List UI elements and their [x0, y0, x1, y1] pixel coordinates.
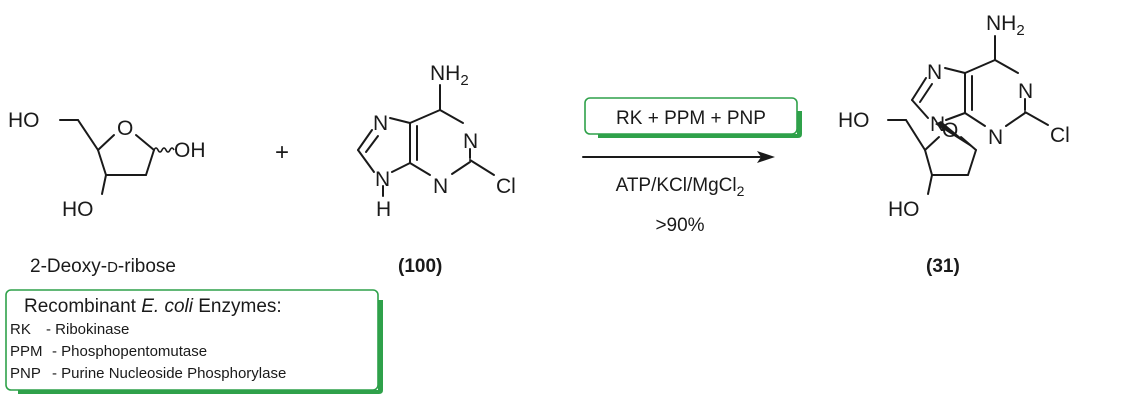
p-bond-c8-n9	[911, 99, 929, 119]
p-bond-c3-c4	[924, 149, 933, 176]
reaction-arrow	[582, 151, 775, 163]
atom-cl: Cl	[496, 175, 516, 198]
product-structure: NH2 N N N N Cl HO O HO	[838, 12, 1070, 221]
atom-h: H	[376, 198, 391, 221]
p-atom-n7: N	[927, 61, 942, 84]
enzyme-box-border	[584, 97, 798, 135]
p-bond-c1-c2	[967, 149, 977, 176]
bond-c2-cl	[469, 159, 495, 176]
bond-c5-c6	[409, 109, 441, 124]
p-atom-ho-bottom: HO	[888, 198, 920, 221]
legend-title: Recombinant E. coli Enzymes:	[24, 296, 282, 317]
deoxyribose-caption: 2-Deoxy-D-ribose	[30, 256, 176, 277]
p-bond-c2-cl	[1024, 111, 1049, 126]
legend-item-pnp-desc: - Purine Nucleoside Phosphorylase	[52, 365, 286, 382]
p-bond-c1-n9-wedge	[935, 121, 976, 150]
atom-n7: N	[373, 112, 388, 135]
bond-c4-o	[97, 134, 115, 151]
enzyme-legend: Recombinant E. coli Enzymes: RK - Riboki…	[5, 289, 383, 394]
p-bond-c5-n7	[944, 67, 966, 74]
atom-ho-top: HO	[8, 109, 40, 132]
arrow-head	[757, 151, 775, 163]
p-bond-n3-c4	[964, 112, 986, 127]
atom-nh2: NH2	[430, 62, 469, 89]
enzyme-box: RK + PPM + PNP	[584, 97, 802, 138]
p-bond-o-c1	[960, 136, 977, 151]
bond-c2-n3	[451, 161, 471, 175]
p-atom-ring-oxygen: O	[942, 119, 958, 142]
yield-text: >90%	[655, 215, 704, 236]
legend-item-rk-desc: - Ribokinase	[46, 321, 129, 338]
reagents-text: ATP/KCl/MgCl2	[616, 175, 745, 199]
atom-n9: N	[375, 168, 390, 191]
p-bond-ch2-c4	[905, 119, 926, 151]
bond-c6-n1	[439, 109, 464, 124]
legend-item-pnp-abbr: PNP	[10, 365, 41, 382]
legend-item-ppm-abbr: PPM	[10, 343, 43, 360]
deoxyribose-structure: HO O OH HO	[8, 109, 206, 221]
p-bond-n7-c8	[911, 77, 927, 101]
legend-item-rk-abbr: RK	[10, 321, 31, 338]
p-bond-c2-n3	[1005, 112, 1026, 127]
chloroadenine-structure: NH2 N N N H N Cl	[357, 62, 516, 221]
p-atom-ho-top: HO	[838, 109, 870, 132]
plus-sign: +	[275, 139, 289, 166]
bond-n9-c4	[391, 162, 411, 173]
atom-oh: OH	[174, 139, 206, 162]
p-bond-c5-c6	[964, 59, 996, 74]
p-atom-n9: N	[930, 113, 945, 136]
bond-n7-c8	[357, 129, 373, 151]
p-atom-nh2: NH2	[986, 12, 1025, 39]
bond-n3-c4	[409, 162, 431, 176]
p-atom-n1: N	[1018, 80, 1033, 103]
compound-label-100: (100)	[398, 256, 442, 277]
compound-label-31: (31)	[926, 256, 960, 277]
atom-ho-bottom: HO	[62, 198, 94, 221]
atom-ring-oxygen: O	[117, 117, 133, 140]
atom-n1: N	[463, 130, 478, 153]
bond-c3-oh	[101, 174, 107, 195]
bond-o-c1	[135, 134, 155, 151]
bond-c5-n7	[389, 117, 411, 124]
enzyme-box-shadow	[598, 111, 802, 138]
bond-ch2-c4	[77, 119, 99, 151]
bond-c8-n9	[357, 149, 375, 173]
atom-n3: N	[433, 175, 448, 198]
legend-box-border	[5, 289, 379, 391]
p-atom-n3: N	[988, 126, 1003, 149]
legend-item-ppm-desc: - Phosphopentomutase	[52, 343, 207, 360]
p-atom-cl: Cl	[1050, 124, 1070, 147]
bond-c3-c4	[97, 149, 107, 176]
p-bond-c4-o	[924, 136, 940, 151]
bond-anomeric-wavy	[153, 147, 175, 153]
p-bond-n7-c8-double	[919, 83, 933, 103]
p-bond-n9-c4	[945, 112, 966, 121]
enzyme-box-text: RK + PPM + PNP	[616, 108, 766, 129]
bond-c1-c2	[145, 149, 155, 176]
p-bond-c3-oh	[927, 174, 933, 195]
p-bond-c6-n1	[994, 59, 1019, 74]
bond-n7-c8-double	[365, 135, 379, 153]
